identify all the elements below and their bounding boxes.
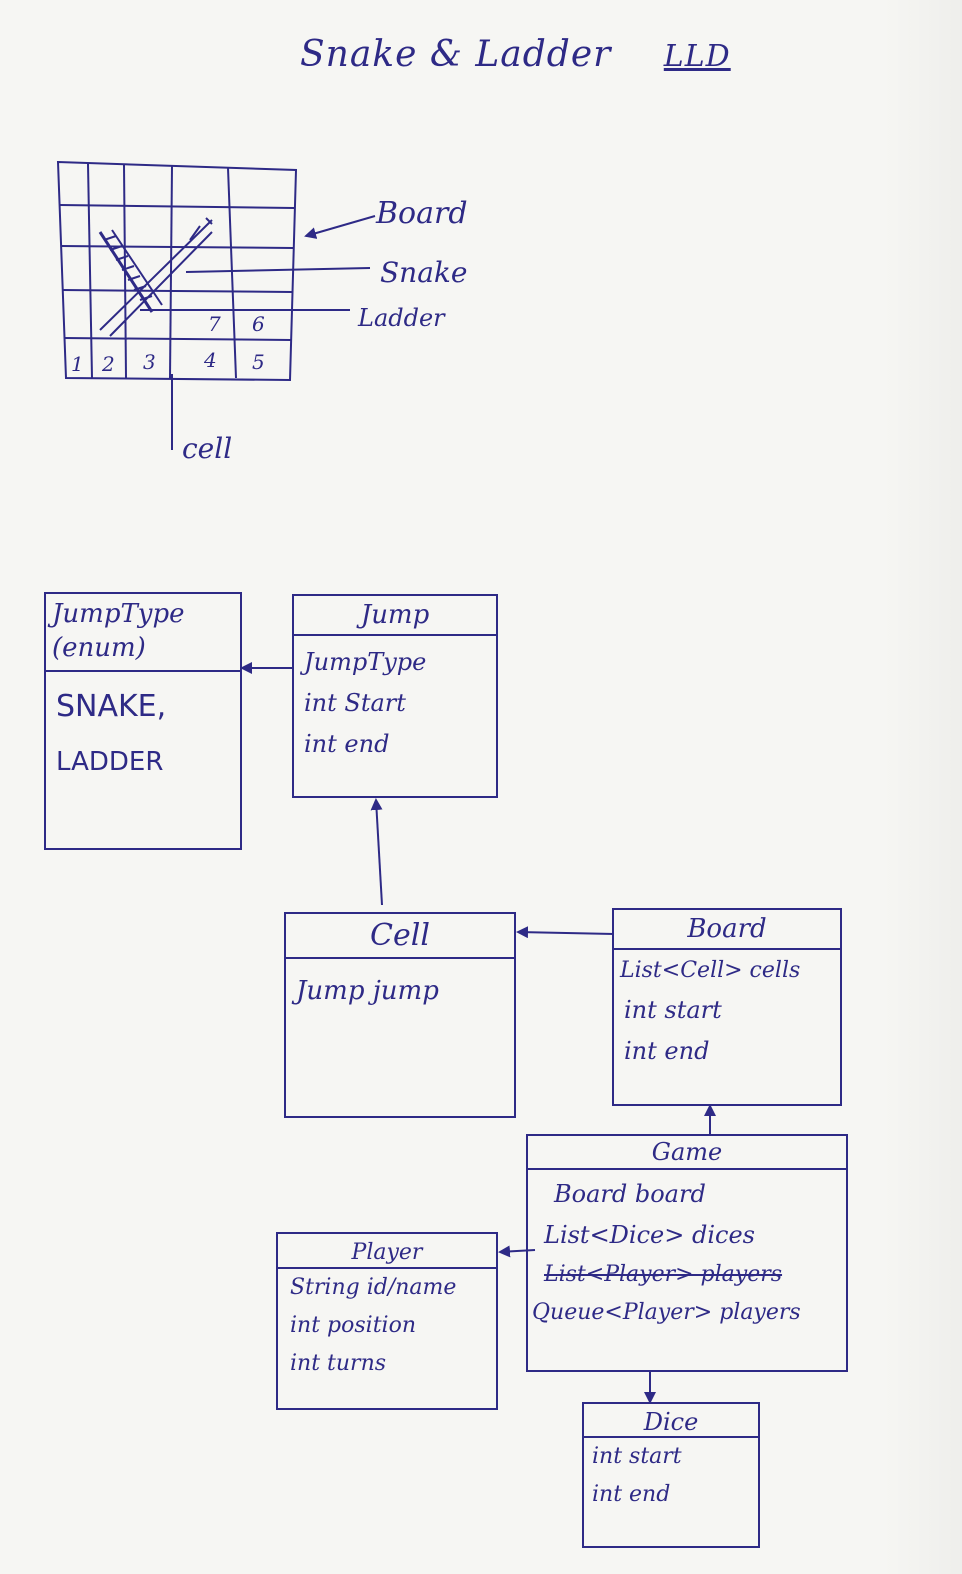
page-edge-shade: [882, 0, 962, 1574]
class-dice: Dice int start int end: [582, 1402, 760, 1548]
class-jump-field: int Start: [304, 689, 406, 718]
board-outline: [56, 160, 298, 382]
class-jump-name: Jump: [294, 596, 496, 636]
board-vline: [227, 167, 237, 379]
board-pointer-arrow: [304, 215, 376, 239]
board-vline: [169, 165, 173, 379]
class-player-name: Player: [278, 1234, 496, 1269]
diagram-title: Snake & Ladder LLD: [300, 34, 731, 75]
enum-value: SNAKE,: [56, 688, 167, 724]
ladder-rails: [99, 219, 213, 337]
class-cell-name: Cell: [286, 914, 514, 959]
class-jumptype-subtitle: (enum): [52, 632, 146, 663]
board-vline: [87, 163, 93, 379]
class-dice-field: int start: [592, 1444, 682, 1469]
cell-number: 4: [204, 348, 217, 372]
class-player: Player String id/name int position int t…: [276, 1232, 498, 1410]
class-board-field: int start: [624, 996, 722, 1025]
board-hline: [61, 289, 293, 293]
cell-number: 7: [208, 312, 221, 336]
cell-number: 2: [102, 352, 115, 376]
board-to-cell-arrow: [516, 926, 615, 939]
class-jumptype: JumpType (enum) SNAKE, LADDER: [44, 592, 242, 850]
cell-number: 1: [71, 352, 84, 376]
class-jumptype-header: JumpType (enum): [46, 594, 240, 672]
board-hline: [60, 245, 294, 249]
class-board-field: int end: [624, 1037, 710, 1066]
board-hline: [59, 204, 295, 209]
class-jump-field: JumpType: [304, 648, 427, 676]
cell-number: 6: [252, 312, 265, 336]
ladder-label: Ladder: [358, 304, 445, 332]
cell-to-jump-arrow: [370, 798, 383, 906]
title-lld: LLD: [663, 39, 731, 74]
class-jump: Jump JumpType int Start int end: [292, 594, 498, 798]
snake-label: Snake: [380, 256, 468, 289]
class-player-field: int turns: [290, 1351, 387, 1377]
class-game-field-struck: List<Player> players: [544, 1262, 783, 1288]
class-cell-field: Jump jump: [296, 976, 439, 1006]
cell-number: 5: [252, 350, 265, 374]
title-text: Snake & Ladder: [300, 34, 612, 75]
class-game-field: List<Dice> dices: [544, 1221, 755, 1250]
snake-hatch: [103, 235, 153, 301]
class-board: Board List<Cell> cells int start int end: [612, 908, 842, 1106]
ladder-head: [189, 217, 213, 241]
cell-number: 3: [143, 350, 156, 374]
class-game-field: Queue<Player> players: [532, 1300, 801, 1326]
class-game-name: Game: [528, 1136, 846, 1170]
class-dice-name: Dice: [584, 1404, 758, 1438]
class-game-field: Board board: [554, 1180, 706, 1208]
class-jumptype-name: JumpType: [52, 599, 185, 629]
cell-label: cell: [182, 432, 233, 465]
class-jump-field: int end: [304, 730, 390, 759]
game-to-player-arrow: [498, 1245, 536, 1258]
class-player-field: int position: [290, 1313, 416, 1339]
class-dice-field: int end: [592, 1482, 671, 1508]
board-hline: [63, 337, 292, 341]
class-board-field: List<Cell> cells: [620, 958, 801, 983]
class-board-name: Board: [614, 910, 840, 950]
board-sketch: [56, 160, 376, 450]
enum-value: LADDER: [56, 747, 164, 778]
class-game: Game Board board List<Dice> dices List<P…: [526, 1134, 848, 1372]
board-label: Board: [376, 196, 468, 231]
class-cell: Cell Jump jump: [284, 912, 516, 1118]
class-player-field: String id/name: [290, 1275, 457, 1300]
snake-pointer-line: [185, 267, 371, 273]
